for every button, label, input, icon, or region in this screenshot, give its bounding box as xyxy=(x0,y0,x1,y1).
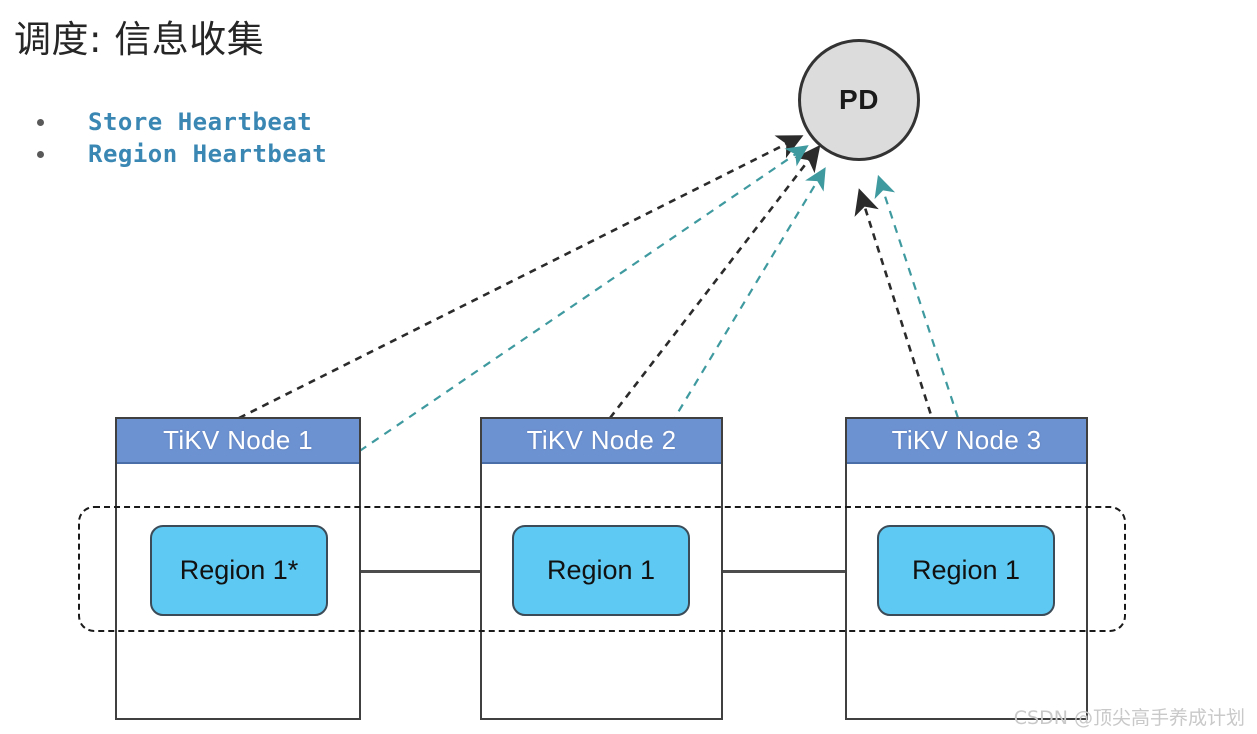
pd-node[interactable]: PD xyxy=(798,39,920,161)
bullet-label-region-heartbeat: Region Heartbeat xyxy=(88,140,328,168)
pd-label: PD xyxy=(839,84,879,115)
tikv-node-1-header: TiKV Node 1 xyxy=(117,419,359,464)
tikv-node-3-header-label: TiKV Node 3 xyxy=(891,425,1042,455)
region-heartbeat-node-2 xyxy=(608,167,826,528)
watermark: CSDN @顶尖高手养成计划 xyxy=(1013,707,1245,729)
page-title: 调度: 信息收集 xyxy=(14,18,265,61)
tikv-node-3-header: TiKV Node 3 xyxy=(847,419,1086,464)
region-link-2-3 xyxy=(689,570,877,573)
tikv-node-2-header: TiKV Node 2 xyxy=(482,419,721,464)
region-box-node-2[interactable]: Region 1 xyxy=(512,525,690,616)
region-heartbeat-node-3 xyxy=(874,174,960,419)
list-item: Region Heartbeat xyxy=(30,138,450,170)
region-box-node-2-label: Region 1 xyxy=(546,555,656,585)
region-box-node-1[interactable]: Region 1* xyxy=(150,525,328,616)
store-heartbeat-node-1 xyxy=(238,135,804,420)
region-link-1-2 xyxy=(327,570,513,573)
tikv-node-2-header-label: TiKV Node 2 xyxy=(526,425,677,455)
bullet-dot-icon xyxy=(37,118,44,126)
region-box-node-3-label: Region 1 xyxy=(911,555,1021,585)
bullet-dot-icon xyxy=(37,150,44,158)
store-heartbeat-node-2 xyxy=(608,144,821,419)
region-box-node-1-label: Region 1* xyxy=(179,555,299,585)
list-item: Store Heartbeat xyxy=(30,106,450,138)
bullet-list: Store Heartbeat Region Heartbeat xyxy=(30,106,450,170)
raft-group-boundary xyxy=(78,506,1126,632)
tikv-node-1-header-label: TiKV Node 1 xyxy=(163,425,313,455)
region-box-node-3[interactable]: Region 1 xyxy=(877,525,1055,616)
bullet-label-store-heartbeat: Store Heartbeat xyxy=(88,108,313,136)
